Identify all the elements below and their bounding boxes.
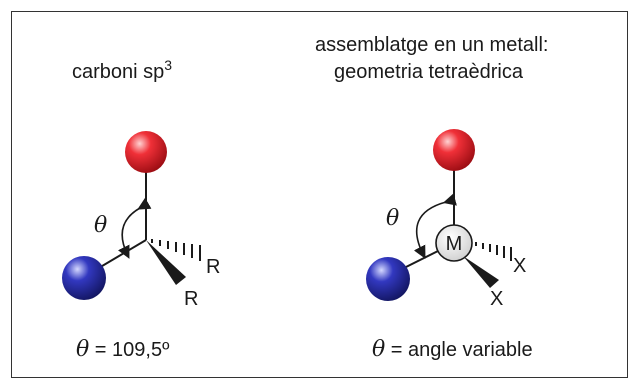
metal-label: M bbox=[446, 233, 463, 255]
left-title: carboni sp3 bbox=[72, 57, 172, 83]
red-sphere bbox=[125, 131, 167, 173]
substituent-r2: R bbox=[184, 288, 198, 310]
angle-arrow bbox=[117, 197, 152, 259]
diagram-frame bbox=[11, 11, 628, 378]
right-caption: θ = angle variable bbox=[372, 337, 533, 362]
red-sphere-metal bbox=[433, 129, 475, 171]
right-title-line1: assemblatge en un metall: bbox=[315, 34, 548, 56]
substituent-r1: R bbox=[206, 256, 220, 278]
right-panel: assemblatge en un metall: geometria tetr… bbox=[315, 34, 548, 362]
hashed-bond bbox=[151, 239, 201, 261]
theta-symbol: θ bbox=[94, 213, 107, 238]
blue-sphere bbox=[62, 256, 106, 300]
metal-hashed-bond bbox=[475, 242, 512, 261]
left-panel: carboni sp3 θ R R θ = 109,5º bbox=[62, 57, 220, 362]
metal-wedge-bond bbox=[463, 256, 499, 288]
wedge-bond bbox=[146, 240, 186, 285]
right-title-line2: geometria tetraèdrica bbox=[334, 61, 524, 83]
left-caption: θ = 109,5º bbox=[76, 337, 170, 362]
ligand-x1: X bbox=[513, 255, 526, 277]
ligand-x2: X bbox=[490, 288, 503, 310]
blue-sphere-metal bbox=[366, 257, 410, 301]
angle-arrow-metal bbox=[413, 193, 457, 259]
theta-symbol-metal: θ bbox=[386, 206, 399, 231]
